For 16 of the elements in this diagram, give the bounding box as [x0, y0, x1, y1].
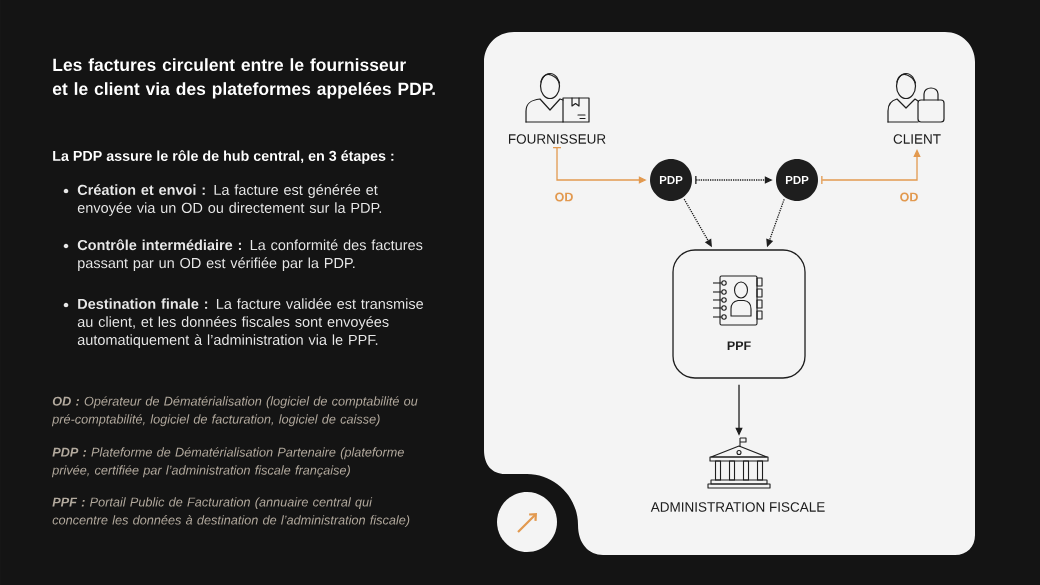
- intro-text: La PDP assure le rôle de hub central, en 3 étapes :: [53, 150, 394, 164]
- heading: Les factures circulent entre le fournisseur et le client via des plateformes appelées PDP.: [52, 58, 435, 99]
- node-caption: ADMINISTRATION FISCALE: [650, 502, 825, 512]
- definition-text: OD : Opérateur de Dématérialisation (logiciel de comptabilité ou pré-comptabilité, logiciel de facturation, logiciel de caisse): [51, 396, 418, 427]
- bullet-text: Contrôle intermédiaire : La conformité des factures passant par un OD est vérifiée par la PDP.: [77, 239, 423, 272]
- building-icon: [707, 437, 771, 489]
- node-label: FOURNISSEUR: [509, 134, 606, 144]
- definition-text: PPF : Portail Public de Facturation (annuaire central qui concentre les données à destination de l’administration fiscale): [52, 497, 410, 528]
- node-label: CLIENT: [893, 134, 941, 144]
- bullet-text: Destination finale : La facture validée est transmise au client, et les données fiscales sont envoyées automatiquement à l’administration via le PPF.: [77, 298, 424, 348]
- definition-text: PDP : Plateforme de Dématérialisation Partenaire (plateforme privée, certifiée par l’administration fiscale française): [51, 447, 404, 478]
- arrow: [821, 149, 921, 185]
- edge-label: OD: [898, 191, 920, 203]
- bullet-text: Création et envoi : La facture est générée et envoyée via un OD ou directement sur la PDP.: [77, 184, 382, 216]
- process-box: PPF: [672, 249, 806, 379]
- edge-label: OD: [553, 191, 575, 203]
